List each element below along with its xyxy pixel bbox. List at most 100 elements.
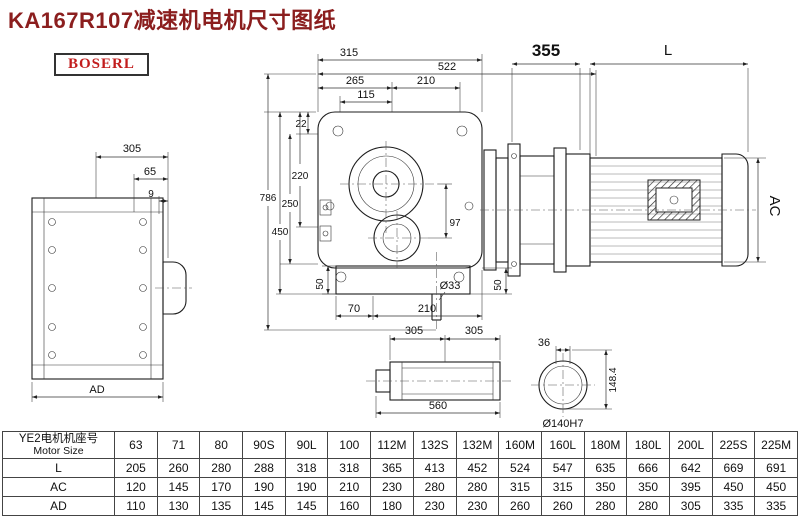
motor-size-col-header: 132S — [412, 431, 457, 459]
dim-label: 50 — [315, 278, 326, 290]
dim-value-cell: 280 — [583, 496, 628, 516]
dim-label: AD — [89, 384, 104, 396]
dim-value-cell: 315 — [540, 477, 585, 497]
row-label: L — [2, 458, 115, 478]
dim-value-cell: 642 — [668, 458, 713, 478]
motor-size-col-header: 80 — [199, 431, 244, 459]
dim-value-cell: 350 — [626, 477, 670, 497]
motor-size-header-cn: YE2电机机座号 — [18, 432, 99, 445]
dim-value-cell: 145 — [156, 477, 201, 497]
dim-label: 265 — [346, 75, 364, 87]
motor-size-col-header: 225M — [754, 431, 798, 459]
dim-value-cell: 230 — [370, 477, 414, 497]
motor-size-col-header: 160L — [540, 431, 585, 459]
dim-value-cell: 230 — [455, 496, 500, 516]
dim-label: 305 — [123, 143, 141, 155]
dim-value-cell: 260 — [540, 496, 585, 516]
dim-value-cell: 318 — [327, 458, 372, 478]
dim-value-cell: 210 — [327, 477, 372, 497]
dim-label: 70 — [348, 303, 360, 315]
dim-value-cell: 280 — [455, 477, 500, 497]
left-side-view: 305 65 9 AD — [31, 143, 192, 402]
dim-value-cell: 280 — [412, 477, 457, 497]
boserl-logo: BOSERL — [54, 53, 149, 76]
dim-label: 305 — [405, 325, 423, 337]
main-front-view: Ø33 315 522 265 210 115 — [260, 47, 597, 332]
motor-size-col-header: 90L — [284, 431, 329, 459]
dim-value-cell: 190 — [242, 477, 286, 497]
dim-value-cell: 450 — [754, 477, 798, 497]
dim-value-cell: 145 — [242, 496, 286, 516]
dim-value-cell: 305 — [668, 496, 713, 516]
dim-label: 210 — [417, 75, 435, 87]
dim-label: 522 — [438, 61, 456, 73]
dim-value-cell: 666 — [626, 458, 670, 478]
dim-value-cell: 547 — [540, 458, 585, 478]
dim-value-cell: 130 — [156, 496, 201, 516]
motor-size-col-header: 112M — [370, 431, 414, 459]
motor-size-header: YE2电机机座号 Motor Size — [2, 431, 115, 459]
dim-label: L — [664, 42, 672, 59]
dim-value-cell: 205 — [114, 458, 158, 478]
page-title: KA167R107减速机电机尺寸图纸 — [8, 8, 337, 33]
dim-label: 560 — [429, 400, 447, 412]
flange-detail: 36 148.4 Ø140H7 — [531, 337, 619, 430]
dim-value-cell: 230 — [412, 496, 457, 516]
dim-value-cell: 120 — [114, 477, 158, 497]
boserl-logo-text: BOSERL — [68, 56, 135, 72]
row-label: AC — [2, 477, 115, 497]
dim-label: 50 — [493, 279, 504, 291]
motor-size-col-header: 63 — [114, 431, 158, 459]
dim-value-cell: 395 — [668, 477, 713, 497]
shaft-detail: 305 305 560 — [366, 325, 512, 418]
dim-value-cell: 365 — [370, 458, 414, 478]
dim-value-cell: 413 — [412, 458, 457, 478]
dim-label: 9 — [148, 189, 154, 200]
motor-view: L AC 355 — [480, 41, 783, 277]
dim-value-cell: 170 — [199, 477, 244, 497]
dim-value-cell: 260 — [156, 458, 201, 478]
dim-label: 250 — [282, 199, 299, 210]
dim-value-cell: 280 — [626, 496, 670, 516]
motor-size-header-en: Motor Size — [33, 444, 84, 457]
dim-value-cell: 669 — [711, 458, 756, 478]
dim-value-cell: 350 — [583, 477, 628, 497]
dim-label: 305 — [465, 325, 483, 337]
motor-size-col-header: 132M — [455, 431, 500, 459]
dim-label: 36 — [538, 337, 550, 349]
row-label: AD — [2, 496, 115, 516]
dim-value-cell: 318 — [284, 458, 329, 478]
dim-value-cell: 524 — [498, 458, 542, 478]
dim-label-355: 355 — [532, 41, 560, 60]
motor-size-col-header: 180L — [626, 431, 670, 459]
dim-label: 97 — [449, 218, 461, 229]
dim-value-cell: 110 — [114, 496, 158, 516]
dim-value-cell: 335 — [711, 496, 756, 516]
dim-label: Ø140H7 — [543, 418, 584, 430]
dim-value-cell: 450 — [711, 477, 756, 497]
dim-label: 786 — [260, 193, 277, 204]
dim-value-cell: 452 — [455, 458, 500, 478]
dim-value-cell: 335 — [754, 496, 798, 516]
dim-value-cell: 635 — [583, 458, 628, 478]
dim-value-cell: 288 — [242, 458, 286, 478]
dim-value-cell: 691 — [754, 458, 798, 478]
dim-value-cell: 260 — [498, 496, 542, 516]
motor-size-col-header: 90S — [242, 431, 286, 459]
dim-label: 65 — [144, 166, 156, 178]
dim-label: Ø33 — [440, 280, 461, 292]
motor-size-col-header: 225S — [711, 431, 756, 459]
motor-size-col-header: 100 — [327, 431, 372, 459]
dim-label: 210 — [418, 303, 436, 315]
motor-size-col-header: 200L — [668, 431, 713, 459]
dim-label: AC — [766, 196, 783, 217]
dim-label: 220 — [292, 171, 309, 182]
dim-label: 450 — [272, 227, 289, 238]
motor-size-col-header: 160M — [498, 431, 542, 459]
dim-label: 148.4 — [608, 367, 619, 392]
